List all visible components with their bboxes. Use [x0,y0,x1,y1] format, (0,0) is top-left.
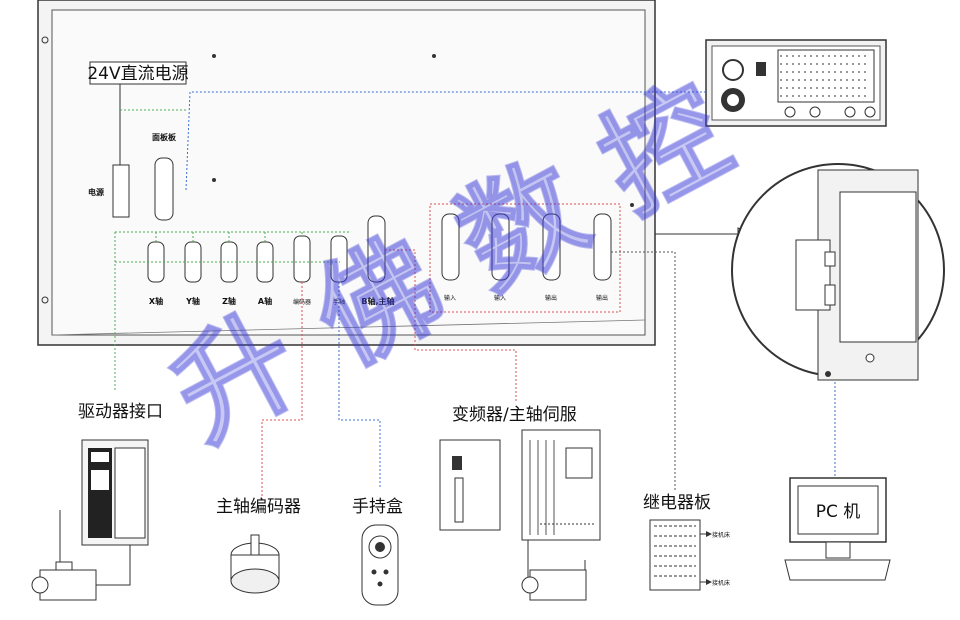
power-label: 24V直流电源 [87,64,188,84]
power-label-box [89,61,187,85]
axis-connectors [147,215,386,283]
servo-driver [81,439,149,546]
io-connector-2 [491,213,510,281]
spindle-servo [521,429,601,541]
port-label-y: Y轴 [185,296,200,306]
io-label-1: 输入 [444,294,456,302]
io-connector-1 [441,213,460,281]
servo-motor [31,561,97,601]
io-connector-4 [593,213,612,281]
io-label-4: 输出 [596,294,608,302]
operation-panel [705,39,887,127]
spindle-motor [521,569,587,601]
battery-label: 电源 [88,187,104,197]
relay-board [649,519,712,591]
io-label-3: 输出 [545,294,557,302]
handwheel-box [361,524,399,606]
io-label-2: 输入 [494,294,506,302]
relay-note-2: 接机床 [712,579,730,587]
driver-label: 驱动器接口 [78,402,163,422]
port-label-z: Z轴 [222,296,236,306]
io-group-box [429,203,621,313]
encoder-label: 主轴编码器 [216,497,301,517]
relay-label: 继电器板 [643,493,711,513]
inverter-label: 变频器/主轴伺服 [452,405,577,425]
pc-label: PC 机 [816,502,861,522]
port-label-spindle: B轴,主轴 [361,296,394,306]
inverter [439,439,501,531]
port-label-a: A轴 [258,296,272,306]
monitor-detail [731,163,945,381]
port-label-x: X轴 [149,296,163,306]
panel-label: 面板板 [152,132,177,142]
panel-connector [154,157,174,221]
relay-note-1: 接机床 [712,531,730,539]
wiring [59,91,836,586]
io-connector-3 [542,213,561,281]
spindle-connector [367,215,386,283]
pc-computer [784,477,891,581]
spindle-encoder [230,534,280,594]
handwheel-label: 手持盒 [352,497,403,517]
power-connector [112,164,130,218]
